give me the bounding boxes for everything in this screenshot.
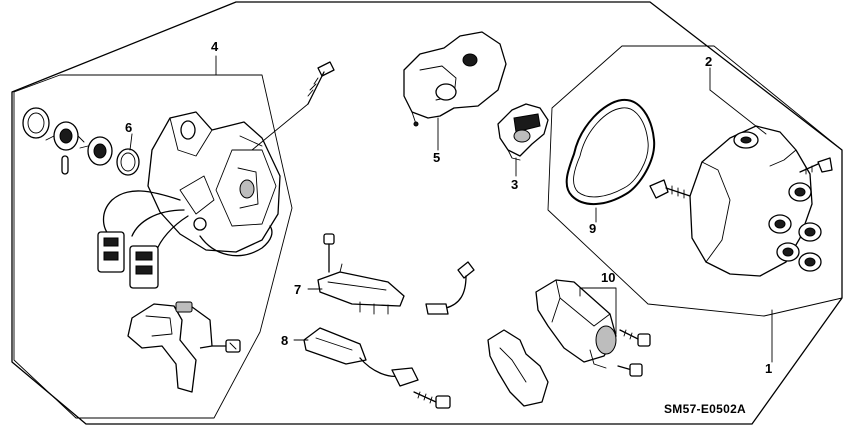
callout-3: 3: [511, 177, 518, 192]
leader-10: [579, 287, 617, 335]
distributor-housing: [147, 111, 281, 253]
shaft-seal: [45, 121, 85, 151]
coil-screw-lower: [617, 363, 643, 377]
harness-bracket: [127, 301, 213, 393]
coil-screw-upper: [619, 329, 651, 347]
pin: [61, 155, 69, 175]
leader-bolt: [251, 103, 309, 151]
cap-group-outline: [547, 45, 843, 317]
ignition-coil: [535, 279, 617, 369]
callout-9: 9: [589, 221, 596, 236]
condenser-screw: [413, 391, 451, 409]
igniter-unit: [317, 263, 405, 315]
callout-6: 6: [125, 120, 132, 135]
callout-5: 5: [433, 150, 440, 165]
callout-1: 1: [765, 361, 772, 376]
cap-gasket: [565, 98, 656, 205]
o-ring-seal: [22, 107, 50, 139]
cap-towers: [768, 182, 822, 272]
coil-cover: [487, 329, 549, 407]
callout-4: 4: [211, 39, 219, 54]
distributor-cap: [689, 125, 813, 277]
callout-10: 10: [601, 270, 615, 285]
bearing: [79, 136, 113, 166]
leader-6: [129, 133, 133, 151]
connector-upper: [97, 231, 125, 273]
callout-2: 2: [705, 54, 712, 69]
o-ring-6: [116, 148, 140, 176]
inner-cover: [403, 31, 507, 127]
connector-lower: [129, 245, 159, 289]
lead-wire: [425, 261, 475, 315]
bracket-screw: [211, 339, 241, 353]
housing-group-outline: [13, 74, 293, 419]
leader-2b: [709, 89, 767, 135]
diagram-code: SM57-E0502A: [664, 402, 746, 416]
condenser: [303, 327, 419, 387]
housing-bolt: [307, 61, 335, 105]
igniter-screw: [323, 233, 335, 273]
callout-7: 7: [294, 282, 301, 297]
assembly-outline: [11, 1, 843, 425]
cap-screw-right: [799, 157, 833, 175]
rotor: [497, 103, 549, 161]
callout-8: 8: [281, 333, 288, 348]
cap-screw-left: [649, 179, 691, 199]
